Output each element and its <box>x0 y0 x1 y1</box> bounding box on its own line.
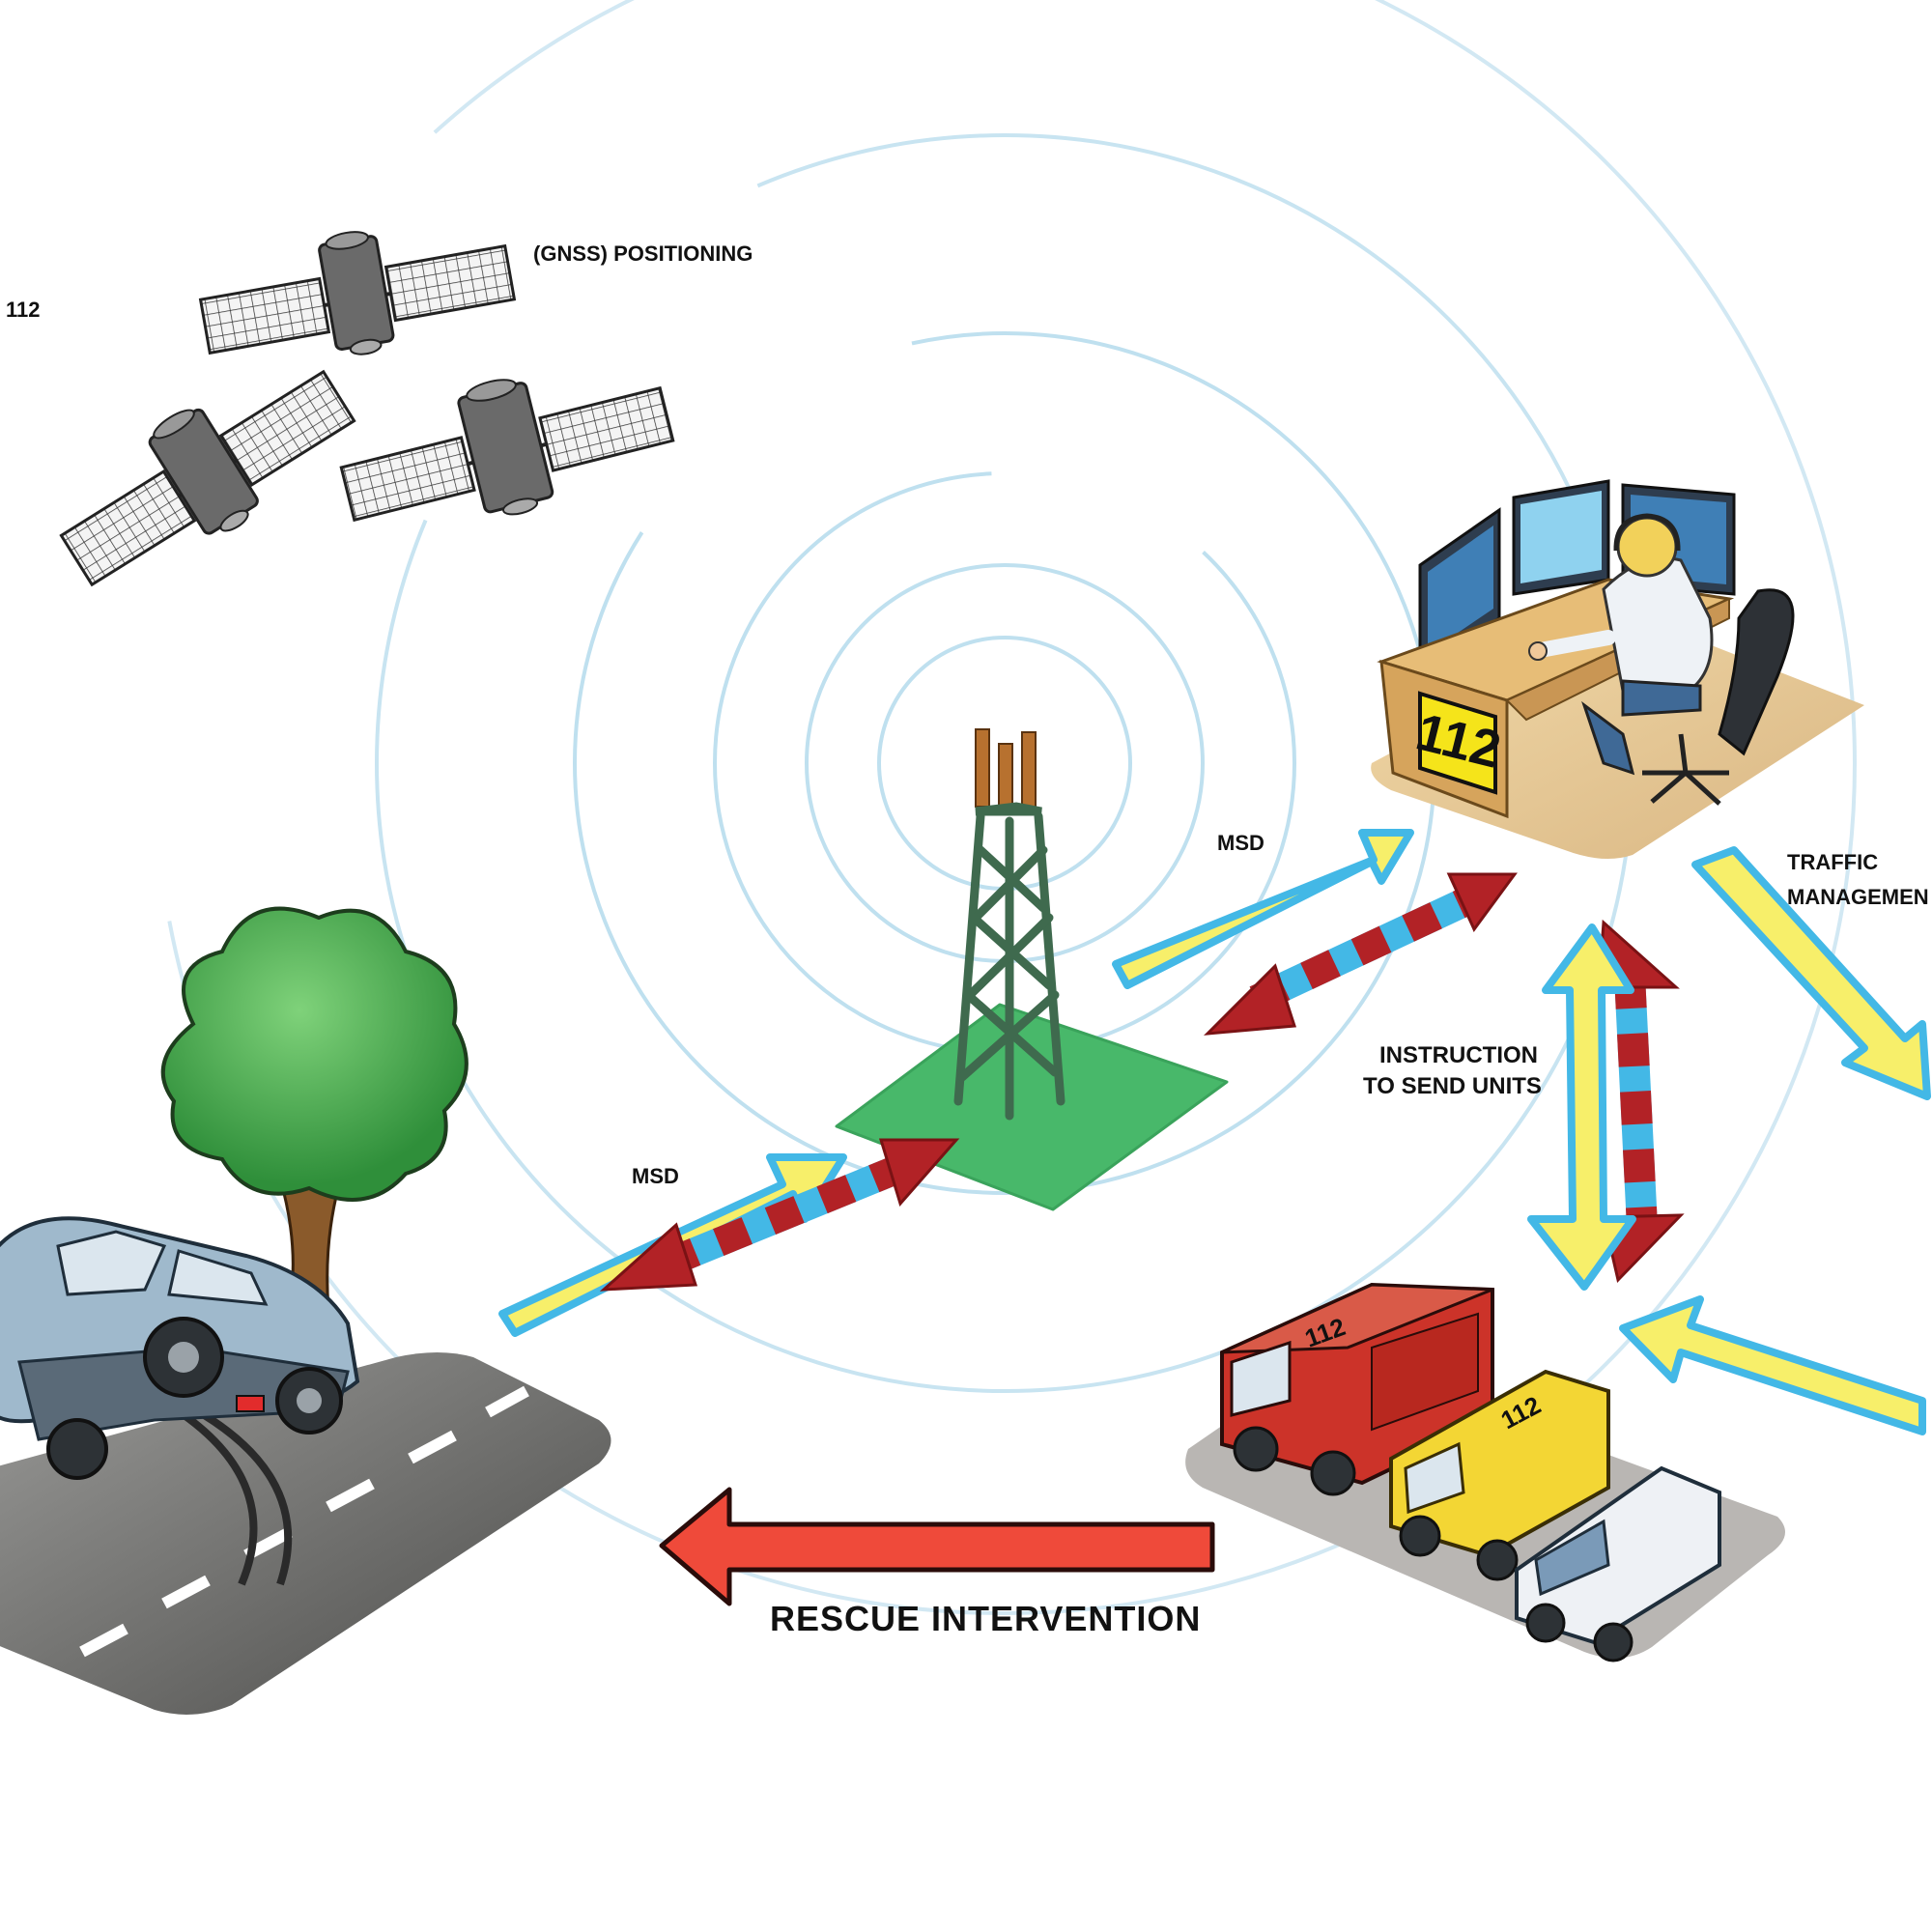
cell-tower <box>835 728 1229 1211</box>
rescue-arrow <box>659 1487 1215 1606</box>
voice-arrow-top <box>1204 872 1518 1036</box>
road-markings <box>79 1385 529 1658</box>
units-arrow <box>1619 1295 1926 1435</box>
satellite-icon <box>59 369 356 587</box>
crashed-car-icon <box>0 1216 360 1480</box>
msd-label-bottom: MSD <box>632 1164 679 1188</box>
instruction-label-line2: TO SEND UNITS <box>1363 1073 1542 1099</box>
tree-icon <box>160 906 469 1202</box>
tower-lattice <box>953 802 1065 1121</box>
traffic-label-line1: TRAFFIC <box>1787 850 1878 874</box>
emergency-units: 112 112 <box>1185 1282 1785 1662</box>
msd-arrow-top <box>1112 829 1414 989</box>
satellite-icon <box>198 231 517 355</box>
voice-arrow-bottom <box>599 1138 960 1292</box>
fire-truck-icon: 112 <box>1220 1282 1494 1496</box>
tower-antenna-icon <box>975 728 1037 814</box>
signal-ring-6 <box>153 0 1857 1615</box>
traffic-arrow <box>1691 846 1931 1100</box>
psap-sign <box>1418 691 1497 795</box>
instruction-label-line1: INSTRUCTION <box>1379 1042 1538 1068</box>
satellite-icon <box>339 379 675 523</box>
road <box>0 1352 611 1715</box>
ambulance-icon: 112 <box>1389 1369 1610 1581</box>
police-car-icon <box>1515 1465 1721 1662</box>
left-cut-label: 112 <box>6 298 41 322</box>
traffic-label-line2: MANAGEMEN <box>1787 885 1929 909</box>
instruction-arrow <box>1527 923 1636 1291</box>
rescue-label: RESCUE INTERVENTION <box>770 1599 1201 1638</box>
gnss-label: (GNSS) POSITIONING <box>533 242 753 266</box>
crash-scene <box>0 906 611 1715</box>
psap-operator: 112 <box>1371 479 1864 859</box>
operator-icon <box>1528 513 1795 806</box>
msd-label-top: MSD <box>1217 831 1264 855</box>
